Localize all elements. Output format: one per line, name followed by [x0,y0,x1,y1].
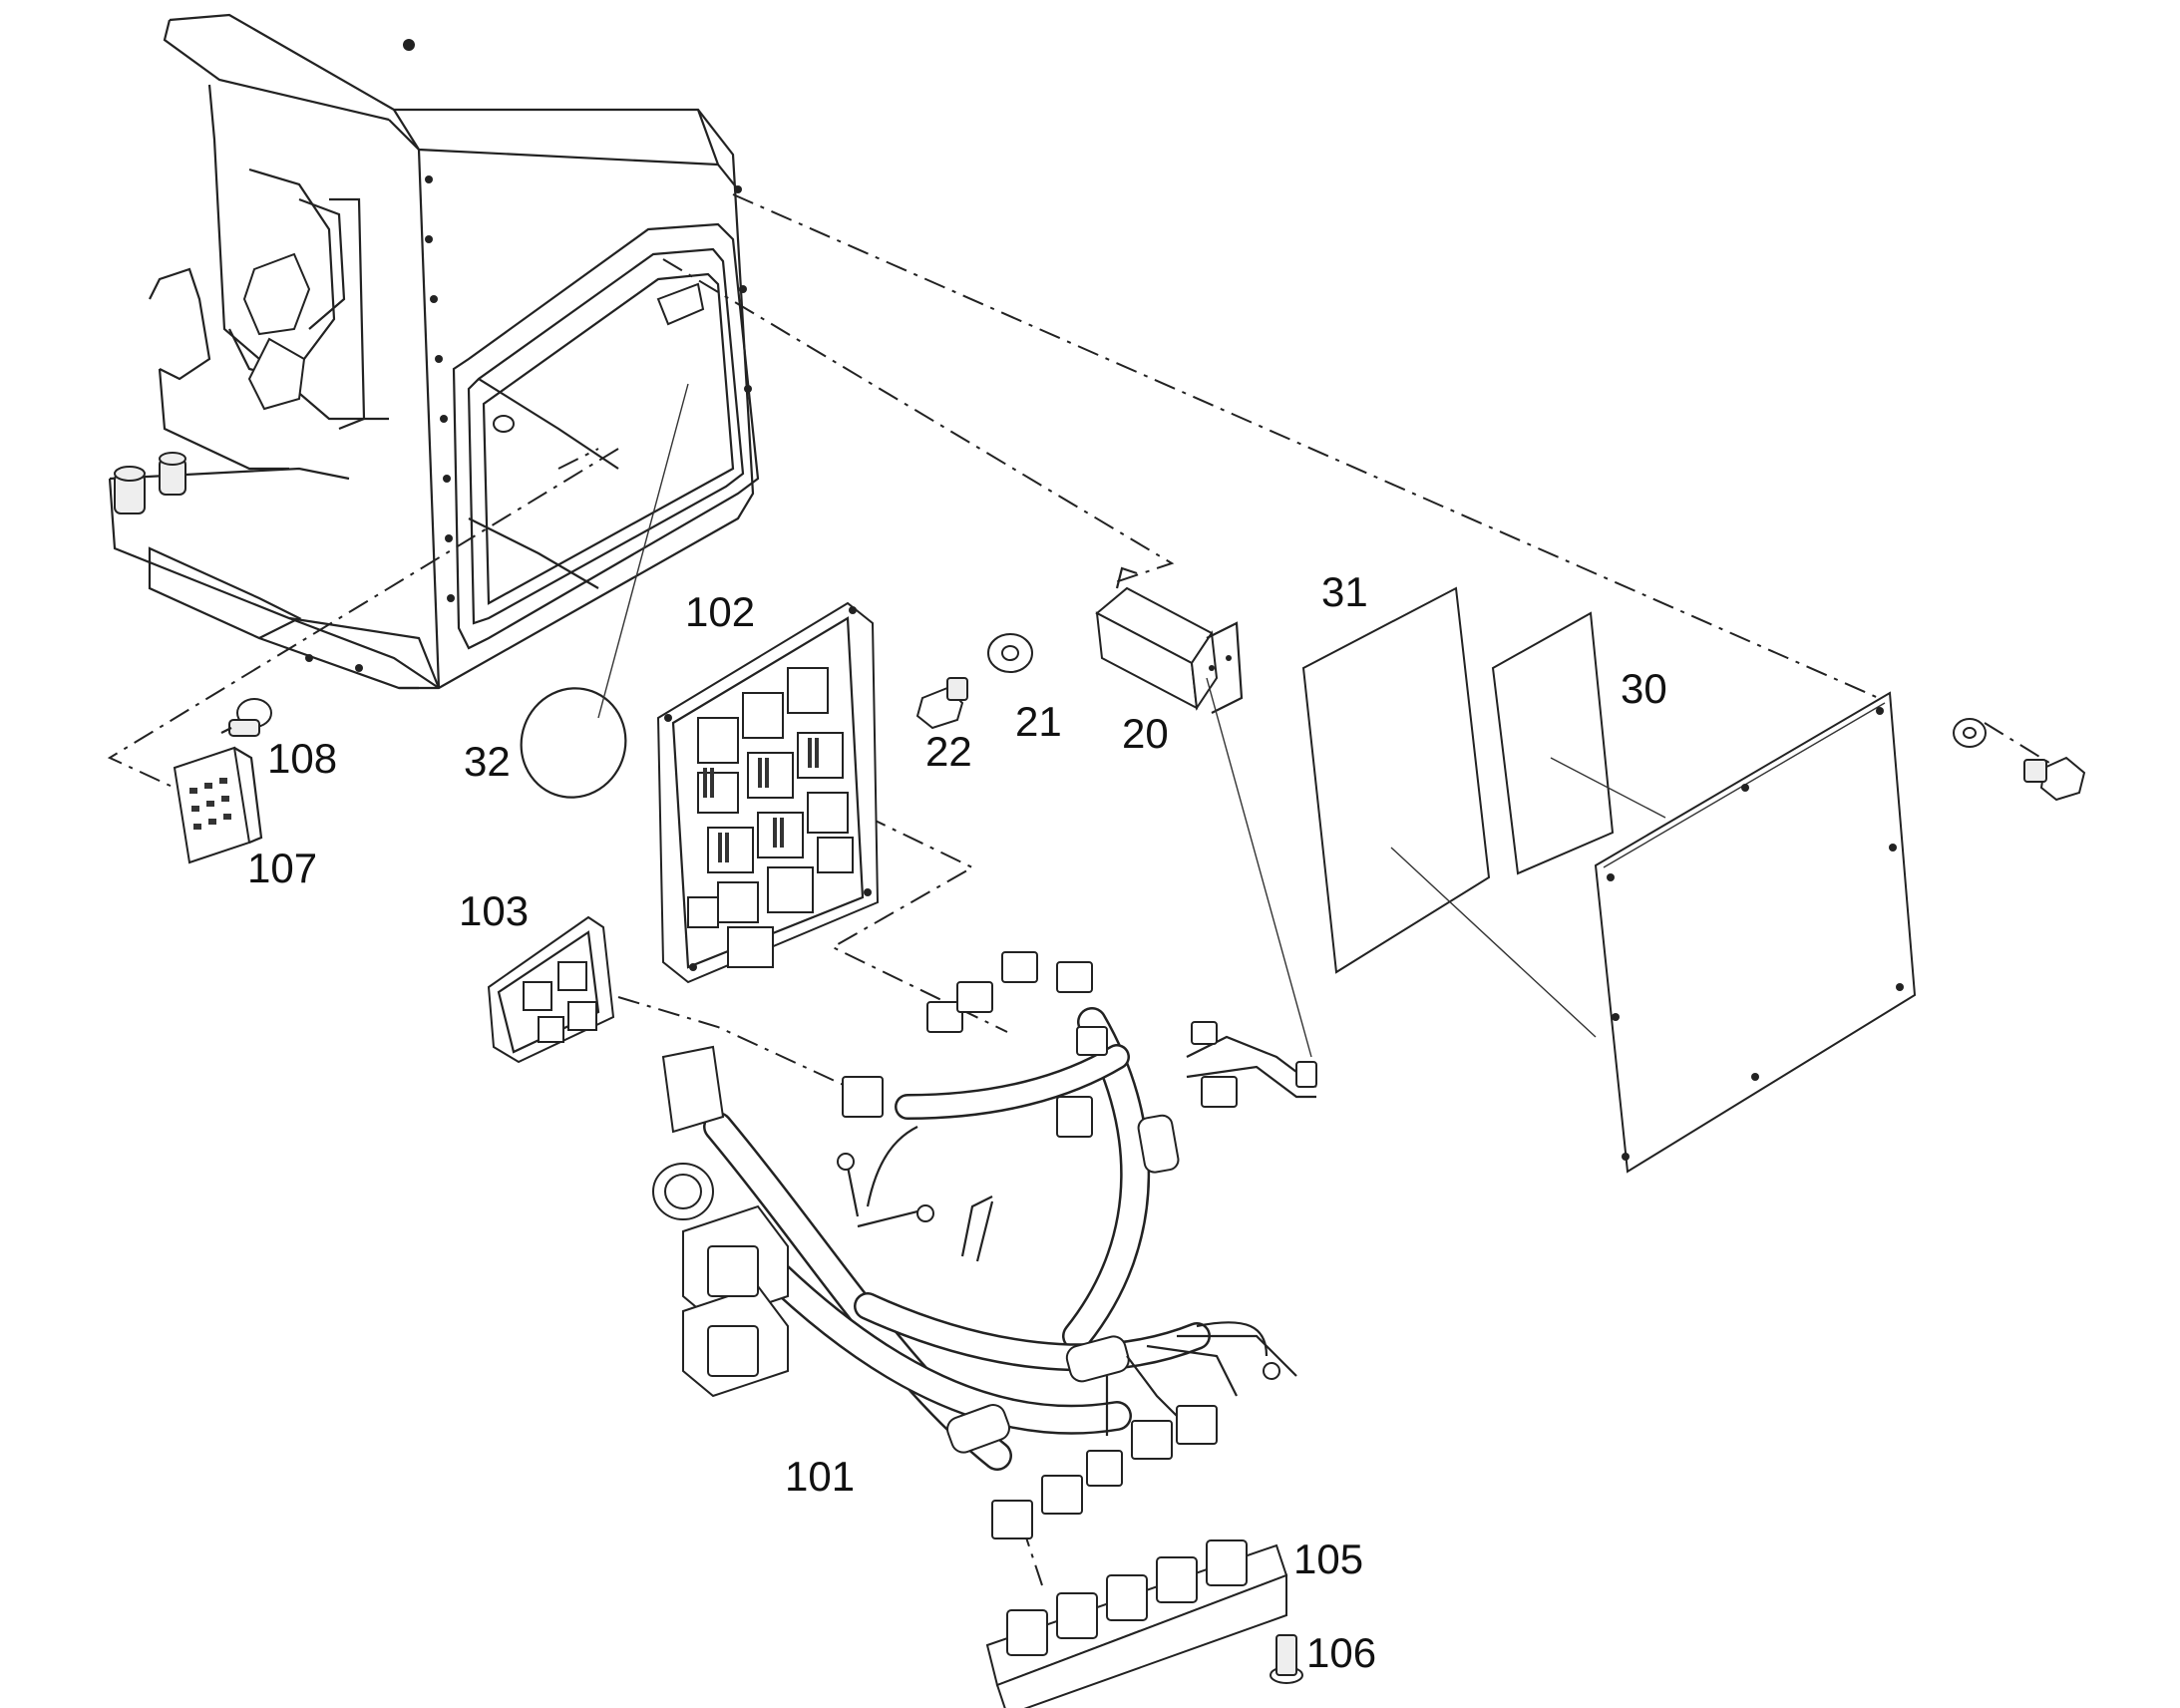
part-labels: 102 21 22 20 31 30 32 108 107 103 101 10… [247,568,1667,1676]
cover-plate [1594,691,1917,1174]
part-103-relay-board [487,915,615,1064]
part-22-bolt [915,677,968,730]
label-30: 30 [1621,665,1667,712]
part-21-washer [987,633,1033,673]
part-102-relay-board [656,601,880,984]
cabinet-frame [108,13,760,690]
part-30-sheet [1491,611,1666,875]
part-107-board [173,746,263,864]
part-20-filter-box [1095,566,1312,1058]
label-32: 32 [464,738,511,785]
part-106-fastener [1270,1634,1303,1684]
label-108: 108 [267,735,337,782]
part-31-sheet [1301,586,1597,1038]
label-20: 20 [1122,710,1169,757]
part-105-connector-block [985,1539,1288,1708]
label-103: 103 [459,887,529,934]
label-22: 22 [925,728,972,775]
label-107: 107 [247,845,317,891]
part-32-seal [520,383,689,799]
label-105: 105 [1293,1536,1363,1582]
part-101-wiring-harness [652,951,1317,1539]
part-108-fastener [220,698,272,737]
label-31: 31 [1321,568,1368,615]
label-102: 102 [685,588,755,635]
label-21: 21 [1015,698,1062,745]
cover-washer-bolt [1953,718,2086,802]
label-106: 106 [1306,1629,1376,1676]
label-101: 101 [785,1453,855,1500]
frame-rivets [305,39,752,672]
